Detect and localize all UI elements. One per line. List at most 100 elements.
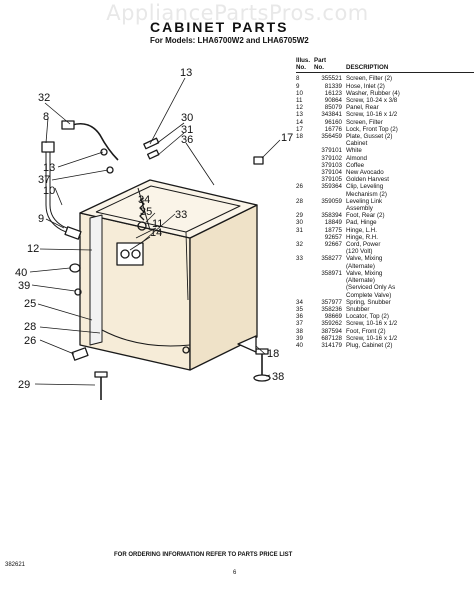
cell-description: Screw, 10-16 x 1/2 (346, 320, 398, 328)
cell-part-no (314, 140, 346, 147)
ordering-info-footer: FOR ORDERING INFORMATION REFER TO PARTS … (114, 552, 293, 558)
cell-description: Hinge, L.H. (346, 226, 377, 234)
cell-part-no (314, 292, 346, 299)
cell-part-no: 358394 (321, 212, 342, 220)
cell-part-no: 379103 (321, 161, 342, 169)
cell-description: White (346, 147, 362, 155)
callout-31: 31 (181, 124, 193, 136)
callout-11: 11 (152, 218, 163, 230)
cell-illus-no (296, 270, 314, 277)
parts-table-row: 26 359364 Clip, Leveling (296, 183, 474, 190)
callout-35: 35 (140, 206, 152, 218)
cell-part-no (314, 248, 346, 255)
cell-part-no: 358277 (321, 255, 342, 263)
cell-illus-no: 11 (296, 97, 303, 105)
cell-illus-no: 14 (296, 118, 303, 126)
callout-26: 26 (24, 335, 36, 347)
cell-illus-no (296, 205, 314, 212)
parts-table-row: Mechanism (2) (296, 191, 474, 198)
cell-part-no: 358971 (321, 269, 342, 277)
cell-illus-no: 30 (296, 219, 303, 227)
cell-description: (Serviced Only As (346, 284, 396, 292)
cell-illus-no (296, 140, 314, 147)
cell-part-no: 359364 (321, 183, 342, 191)
cell-illus-no (296, 162, 314, 169)
callout-30: 30 (181, 112, 193, 124)
callout-17: 17 (281, 132, 293, 144)
cell-illus-no: 38 (296, 327, 303, 335)
callout-13-left: 13 (43, 162, 55, 174)
callout-34: 34 (138, 194, 150, 206)
cell-description: (Alternate) (346, 262, 375, 270)
cell-description: Screw, 10-24 x 3/8 (346, 97, 398, 105)
cell-description: Golden Harvest (346, 176, 389, 184)
cell-illus-no (296, 147, 314, 154)
page-title: CABINET PARTS (150, 19, 289, 35)
parts-table-row: (Alternate) (296, 263, 474, 270)
gusset-plate (237, 335, 257, 353)
lock-part (253, 156, 264, 165)
top-inner-frame (95, 185, 241, 233)
cell-part-no: 92657 (324, 233, 342, 241)
cell-description: Plate, Gusset (2) (346, 133, 393, 141)
header-part-no: Part No. (314, 57, 327, 72)
callout-25: 25 (24, 298, 36, 310)
cabinet-plug (69, 263, 81, 273)
cell-illus-no (296, 263, 314, 270)
cell-description: Snubber (346, 305, 370, 313)
cell-part-no: 356459 (321, 133, 342, 141)
callout-36: 36 (181, 134, 193, 146)
callout-39: 39 (18, 280, 30, 292)
cell-part-no (314, 191, 346, 198)
cell-illus-no (296, 277, 314, 284)
cell-description: Valve, Mixing (346, 269, 383, 277)
parts-table-row: (120 Volt) (296, 248, 474, 255)
parts-table-row: 379101 White (296, 147, 474, 154)
power-cord (71, 122, 119, 161)
cell-part-no: 18775 (324, 226, 342, 234)
cell-illus-no: 40 (296, 341, 303, 349)
cell-part-no: 98669 (324, 313, 342, 321)
callout-13-top: 13 (180, 67, 192, 79)
cell-illus-no: 8 (296, 75, 300, 83)
cell-illus-no (296, 176, 314, 183)
cell-illus-no (296, 191, 314, 198)
locator-part (146, 149, 160, 160)
rear-panel (89, 214, 103, 346)
cell-illus-no: 26 (296, 183, 303, 191)
exploded-diagram: 13 32 8 30 31 36 17 13 37 10 34 35 33 9 … (15, 67, 293, 400)
cell-description: Locator, Top (2) (346, 313, 389, 321)
cell-part-no: 379102 (321, 154, 342, 162)
callout-37: 37 (38, 174, 50, 186)
cell-description: Assembly (346, 205, 373, 213)
callout-9: 9 (38, 213, 44, 225)
cell-part-no: 85079 (324, 104, 342, 112)
cell-illus-no (296, 169, 314, 176)
parts-table-row: Complete Valve) (296, 292, 474, 299)
watermark: AppliancePartsPros.com (106, 1, 369, 25)
cell-illus-no (296, 292, 314, 299)
cell-description: Hinge, R.H. (346, 233, 378, 241)
page-subtitle: For Models: LHA6700W2 and LHA6705W2 (150, 36, 309, 45)
cell-description: Coffee (346, 161, 365, 169)
mixing-valve (116, 242, 144, 266)
cell-description: Clip, Leveling (346, 183, 384, 191)
cell-description: Hose, Inlet (2) (346, 82, 385, 90)
cell-illus-no: 35 (296, 305, 303, 313)
cell-part-no: 379101 (321, 147, 342, 155)
cell-description: Cord, Power (346, 241, 381, 249)
